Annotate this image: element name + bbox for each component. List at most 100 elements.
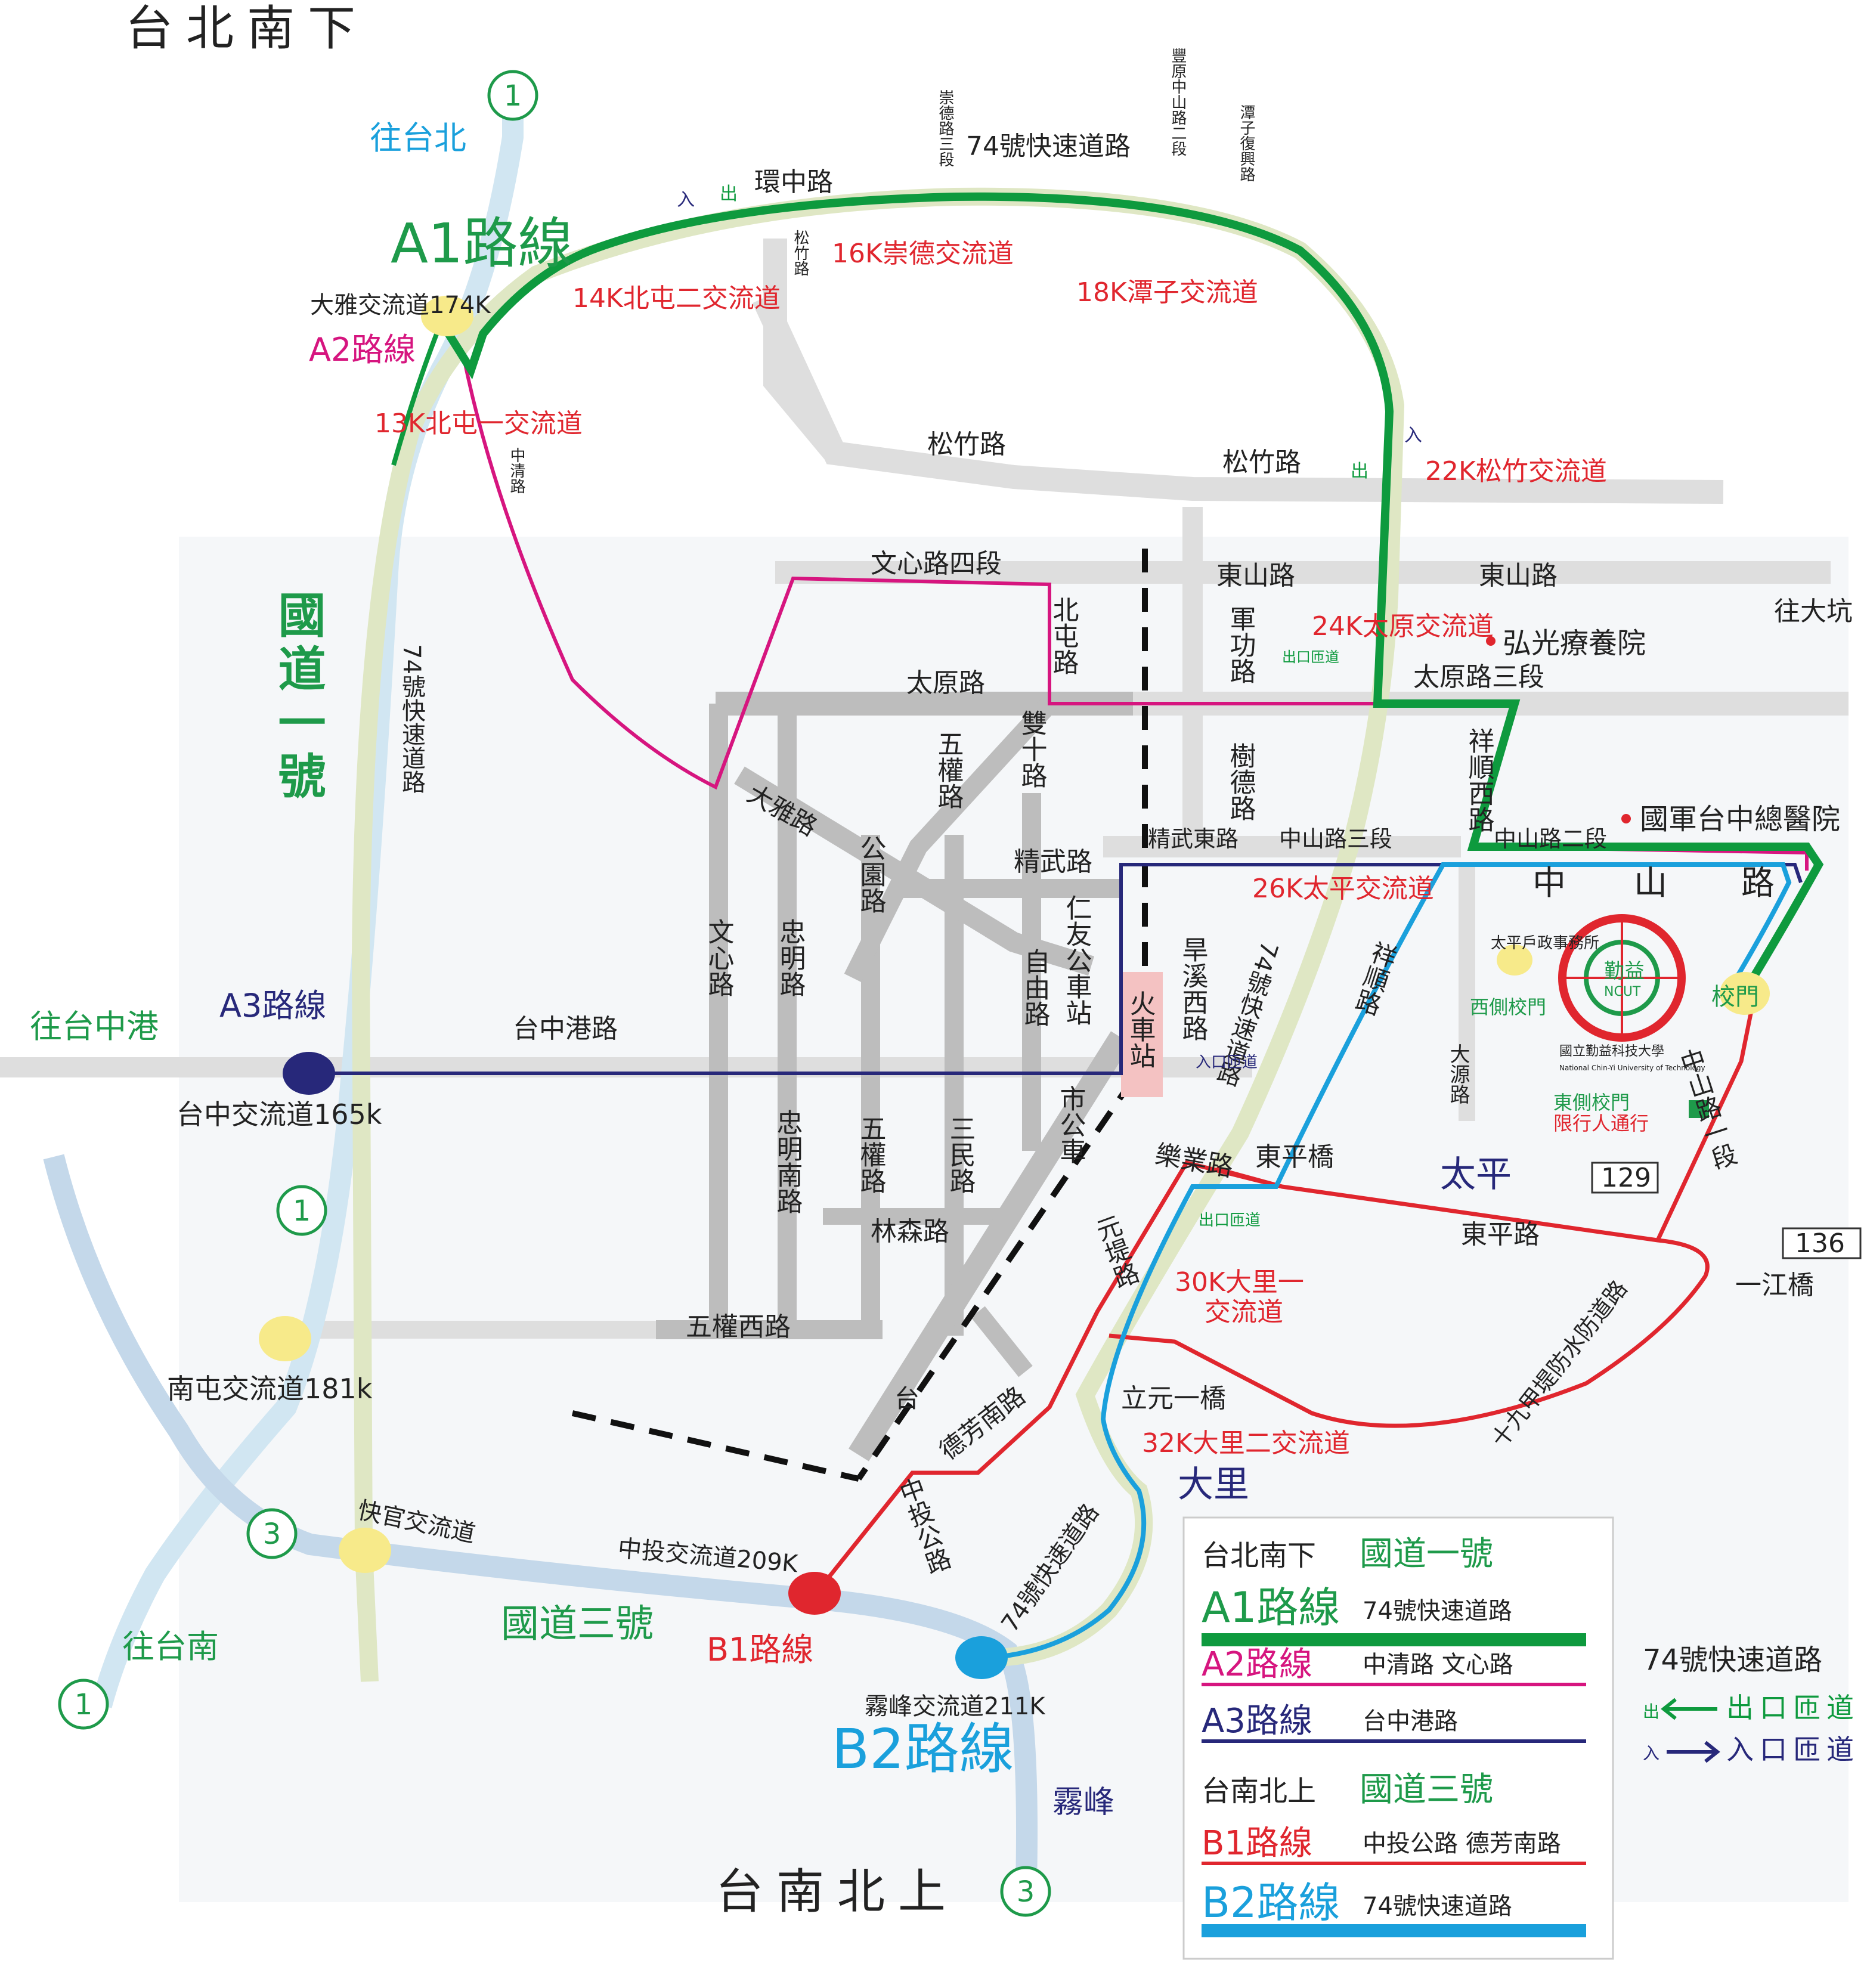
road-dongshan-a-label: 東山路 bbox=[1216, 561, 1295, 591]
road-taiwan-blvd bbox=[849, 1031, 1131, 1461]
legend-b1-desc: 中投公路 德芳南路 bbox=[1363, 1830, 1561, 1857]
legend-box bbox=[1182, 1516, 1614, 1960]
to-taichung-port-label: 往台中港 bbox=[30, 1008, 159, 1045]
taiping-interchange-label: 26K太平交流道 bbox=[1252, 874, 1434, 904]
road-ziyou-label: 自由路 bbox=[1020, 948, 1050, 1027]
ramp-enter-mark: 入 bbox=[1404, 425, 1422, 446]
army-hospital-label: 國軍台中總醫院 bbox=[1640, 803, 1840, 836]
road-dongshan-b-label: 東山路 bbox=[1479, 561, 1558, 591]
east-gate-note-label: 限行人通行 bbox=[1553, 1112, 1649, 1135]
school-logo bbox=[1558, 914, 1686, 1042]
road-wuquan-v-label: 五權路 bbox=[856, 1115, 886, 1194]
route-b1-line bbox=[815, 1001, 1755, 1594]
zhongshan-big-3: 路 bbox=[1741, 864, 1775, 903]
road-wuquan-w-label: 五權西路 bbox=[686, 1312, 791, 1342]
road-daya bbox=[734, 766, 1094, 976]
road-wenxin-label: 文心路 bbox=[704, 918, 734, 997]
road-wenxin4-label: 文心路四段 bbox=[871, 549, 1002, 579]
road-jingwu-e-label: 精武東路 bbox=[1148, 826, 1239, 852]
route-a3-label: A3路線 bbox=[219, 987, 326, 1024]
route-a2-line bbox=[439, 321, 1809, 871]
road-shigongche-label: 市公車 bbox=[1055, 1085, 1086, 1164]
west-gate-dot bbox=[1497, 945, 1532, 976]
legend-enter-mark: 入 bbox=[1643, 1744, 1659, 1763]
route-136-badge bbox=[1782, 1227, 1862, 1259]
ramp-enter-label: 入口匝道 bbox=[1196, 1054, 1258, 1072]
heading-south: 台南北上 bbox=[716, 1864, 959, 1919]
road-shuangshi bbox=[844, 697, 1057, 983]
shield-icon bbox=[58, 70, 1051, 1917]
road-songzhu-b-label: 松竹路 bbox=[1222, 447, 1301, 478]
road-taiyuan3-label: 太原路三段 bbox=[1413, 662, 1544, 692]
road-tanzi-fuxing-label: 潭子復興路 bbox=[1237, 104, 1255, 182]
legend-a2-desc: 中清路 文心路 bbox=[1363, 1651, 1513, 1679]
school-name-en-label: National Chin-Yi University of Technolog… bbox=[1559, 1064, 1705, 1072]
convenience-store-icon bbox=[1689, 1100, 1709, 1118]
legend-exit-mark: 出 bbox=[1643, 1702, 1659, 1721]
road-tai-label: 台 bbox=[894, 1384, 919, 1413]
road-linsen-label: 林森路 bbox=[871, 1216, 949, 1247]
road-dayuan-label: 大源路 bbox=[1446, 1043, 1470, 1104]
beitun1-interchange-label: 13K北屯一交流道 bbox=[374, 408, 583, 439]
railway-station-marker bbox=[1121, 972, 1163, 1097]
exit-arrow-icon bbox=[1661, 1698, 1717, 1720]
gate-dot bbox=[1720, 972, 1770, 1015]
legend-ramp-title: 74號快速道路 bbox=[1643, 1643, 1822, 1677]
kuaiguan-interchange-dot bbox=[339, 1528, 391, 1573]
songzhu-interchange-label: 22K松竹交流道 bbox=[1425, 456, 1607, 487]
road-taiyuan-label: 太原路 bbox=[906, 668, 985, 698]
railway-station-label: 火車站 bbox=[1125, 990, 1156, 1069]
shield-number: 3 bbox=[263, 1518, 281, 1551]
route-129-badge bbox=[1591, 1162, 1659, 1194]
road-wuquan-label: 五權路 bbox=[933, 730, 964, 809]
zhongshan-big-1: 中 bbox=[1532, 864, 1566, 903]
enter-arrow-icon bbox=[1667, 1741, 1720, 1763]
legend-enter-label: 入口匝道 bbox=[1726, 1733, 1860, 1766]
daya-interchange-dot bbox=[421, 296, 473, 336]
taichung-interchange-dot bbox=[283, 1052, 335, 1095]
legend-south-title-b: 國道三號 bbox=[1360, 1770, 1493, 1809]
shield-number: 1 bbox=[504, 79, 522, 113]
road-south-bar bbox=[971, 1306, 1033, 1377]
place-dali-label: 大里 bbox=[1178, 1464, 1249, 1506]
chongde-interchange-label: 16K崇德交流道 bbox=[832, 239, 1014, 269]
to-taipei-label: 往台北 bbox=[370, 119, 466, 157]
dongping-bridge-label: 東平橋 bbox=[1255, 1142, 1334, 1172]
road-sanmin-label: 三民路 bbox=[945, 1115, 976, 1194]
road-jungong-label: 軍功路 bbox=[1225, 605, 1256, 684]
road-songzhu bbox=[752, 293, 1724, 504]
road-jingwu-label: 精武路 bbox=[1014, 847, 1092, 877]
ramp-exit-label: 出口匝道 bbox=[1199, 1212, 1261, 1230]
legend-b1-name: B1路線 bbox=[1202, 1824, 1312, 1863]
wufeng-interchange-label: 霧峰交流道211K bbox=[865, 1693, 1046, 1720]
road-74-left-label: 74號快速道路 bbox=[398, 644, 425, 794]
wufeng-interchange-dot bbox=[955, 1636, 1008, 1679]
road-gongyuan-label: 公園路 bbox=[856, 835, 886, 914]
road-hanxi-w-label: 旱溪西路 bbox=[1178, 936, 1208, 1041]
route-a1-lower bbox=[391, 321, 444, 466]
nantun-interchange-label: 南屯交流道181k bbox=[167, 1373, 373, 1405]
legend-b2-desc: 74號快速道路 bbox=[1363, 1893, 1512, 1920]
ramp-exit-label: 出口匝道 bbox=[1282, 649, 1339, 665]
zhongtou-interchange-dot bbox=[788, 1572, 841, 1615]
road-shude-label: 樹德路 bbox=[1225, 742, 1256, 821]
to-tainan-label: 往台南 bbox=[122, 1628, 219, 1665]
taiping-office-label: 太平戶政事務所 bbox=[1491, 934, 1599, 952]
road-136-label: 136 bbox=[1795, 1228, 1845, 1259]
legend-b2-name: B2路線 bbox=[1202, 1878, 1340, 1927]
daya-interchange-label: 大雅交流道174K bbox=[310, 292, 491, 319]
road-zhongming-label: 忠明路 bbox=[775, 918, 806, 997]
legend-a3-desc: 台中港路 bbox=[1363, 1708, 1458, 1735]
road-songzhu-v bbox=[763, 239, 844, 461]
heading-north: 台北南下 bbox=[125, 1, 369, 56]
map-ramp-markers: 出 入 出 入 出口匝道 入口匝道 出口匝道 bbox=[677, 184, 1422, 1230]
road-fengyuan-label: 豐原中山路二段 bbox=[1169, 48, 1187, 156]
road-zhongming-s-label: 忠明南路 bbox=[772, 1109, 803, 1214]
place-taiping-label: 太平 bbox=[1440, 1154, 1512, 1196]
dali1-interchange-label-a: 30K大里一 bbox=[1175, 1267, 1304, 1298]
legend-a1-name: A1路線 bbox=[1202, 1583, 1340, 1632]
hongguang-marker bbox=[1486, 636, 1496, 646]
school-name-zh-label: 國立勤益科技大學 bbox=[1559, 1044, 1664, 1059]
route-b2-line bbox=[989, 862, 1792, 1660]
